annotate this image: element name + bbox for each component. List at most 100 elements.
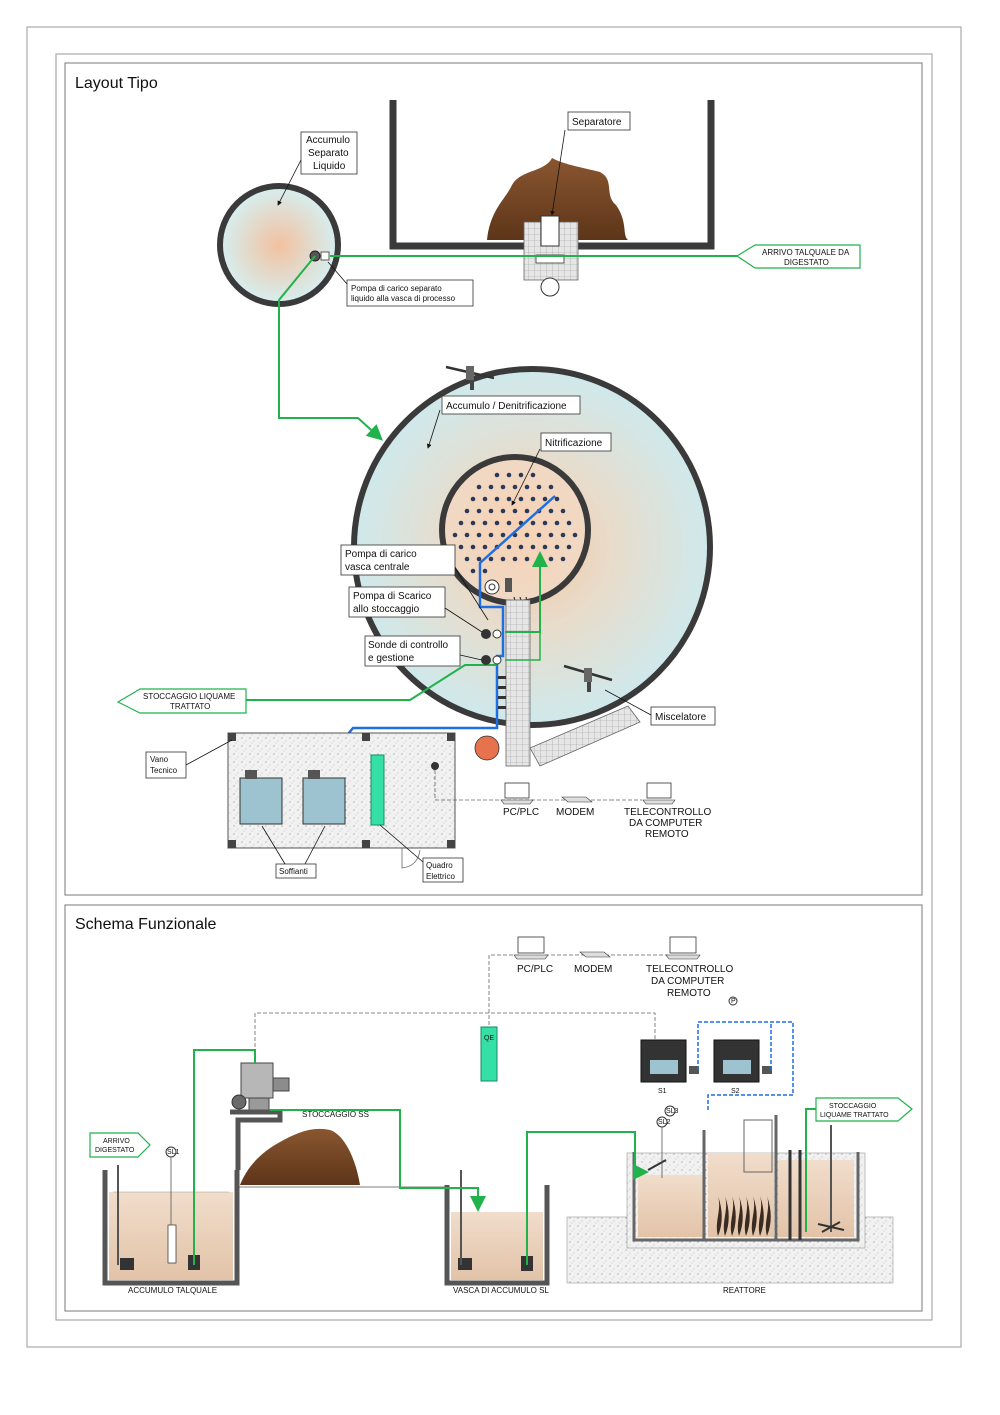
label-pompa-separato-1: Pompa di carico separato — [351, 284, 442, 293]
label-telecontrollo-1: TELECONTROLLO — [624, 807, 711, 818]
schema-label-s1: S1 — [658, 1088, 667, 1095]
tank-accumulo-separato: Accumulo Separato Liquido Pompa di caric… — [217, 131, 474, 307]
layout-panel-frame — [64, 62, 923, 896]
separated-solids-pile — [487, 158, 628, 240]
diffuser-dot — [524, 484, 530, 490]
diffuser-dot — [512, 484, 518, 490]
diffuser-dot — [482, 544, 488, 550]
pipe-scarico-stoccaggio — [505, 632, 541, 661]
arrivo-talquale-tag: ARRIVO TALQUALE DA DIGESTATO — [735, 244, 861, 269]
schema-label-qe: QE — [484, 1035, 494, 1042]
label-stoccaggio-liquame-2: TRATTATO — [170, 702, 210, 711]
diffuser-dot — [470, 496, 476, 502]
control-link — [434, 770, 610, 801]
diffuser-dot — [512, 508, 518, 514]
diffuser-dot — [476, 556, 482, 562]
air-plume — [737, 1196, 743, 1236]
diffuser-dot — [554, 496, 560, 502]
vano-tecnico — [227, 732, 456, 869]
diffuser-dot — [476, 532, 482, 538]
pc-plc-icon — [500, 782, 534, 805]
remote-computer-icon — [642, 782, 676, 805]
schema-label-sl1: SL1 — [167, 1149, 180, 1156]
diffuser-dot — [458, 520, 464, 526]
schema-label-stoccaggio-2: LIQUAME TRATTATO — [820, 1112, 889, 1119]
blower-1 — [239, 777, 283, 825]
diffuser-dot — [542, 520, 548, 526]
diffuser-dot — [518, 472, 524, 478]
label-quadro-1: Quadro — [426, 861, 453, 870]
diffuser-dot — [518, 544, 524, 550]
schema-label-vasca-sl: VASCA DI ACCUMULO SL — [453, 1286, 549, 1295]
schema-air-pipe — [697, 1021, 794, 1110]
modem-icon — [561, 796, 593, 803]
diffuser-dot — [560, 508, 566, 514]
diffuser-dot — [482, 496, 488, 502]
diffuser-dot — [458, 544, 464, 550]
diffuser-dot — [572, 532, 578, 538]
label-arrivo-talquale-2: DIGESTATO — [784, 258, 829, 267]
air-plume — [758, 1196, 764, 1236]
diffuser-dot — [506, 496, 512, 502]
duct-walkway — [505, 599, 531, 767]
layout-tipo-panel: Layout Tipo Separatore ARRIVO TALQUALE D… — [64, 62, 923, 896]
diffuser-dot — [524, 508, 530, 514]
label-arrivo-talquale-1: ARRIVO TALQUALE DA — [762, 248, 850, 257]
schema-separator — [230, 1062, 290, 1170]
diffuser-dot — [536, 484, 542, 490]
exit-stair — [529, 705, 641, 767]
label-pompa-centrale-1: Pompa di carico — [345, 549, 417, 560]
label-soffianti: Soffianti — [279, 867, 308, 876]
air-plume — [723, 1196, 729, 1236]
diffuser-dot — [476, 484, 482, 490]
diffuser-dot — [488, 484, 494, 490]
label-quadro-2: Elettrico — [426, 872, 455, 881]
label-accumulo-3: Liquido — [313, 161, 346, 172]
diffuser-dot — [500, 484, 506, 490]
label-nitrificazione: Nitrificazione — [545, 438, 603, 449]
label-sonde-2: e gestione — [368, 653, 415, 664]
arrivo-digestato-tag: ARRIVO DIGESTATO — [89, 1132, 151, 1158]
schema-label-p: P — [731, 998, 736, 1005]
schema-funzionale-panel: Schema Funzionale PC/PLC MODEM TELECONTR… — [64, 904, 923, 1312]
schema-label-sl2: SL2 — [658, 1119, 671, 1126]
schema-label-telecontrollo-1: TELECONTROLLO — [646, 964, 733, 975]
diffuser-dot — [506, 544, 512, 550]
layout-title: Layout Tipo — [75, 75, 158, 92]
schema-label-stoccaggio-1: STOCCAGGIO — [829, 1103, 877, 1110]
level-sensor-sl3 — [664, 1105, 676, 1117]
diffuser-dot — [566, 520, 572, 526]
diffuser-dot — [464, 508, 470, 514]
qe-bus — [254, 1012, 656, 1065]
label-accumulo-2: Separato — [308, 148, 349, 159]
outer-frame — [26, 26, 962, 1348]
diffuser-dot — [548, 484, 554, 490]
label-vano-2: Tecnico — [150, 766, 178, 775]
schema-pipe-separato — [270, 1109, 486, 1212]
mixer-bottom-icon — [563, 664, 613, 692]
pressure-gauge-icon — [728, 996, 738, 1006]
schema-label-arrivo-2: DIGESTATO — [95, 1147, 135, 1154]
diffuser-dot — [452, 532, 458, 538]
diffuser-dot — [464, 556, 470, 562]
schema-modem-icon — [579, 951, 611, 958]
schema-label-telecontrollo-2: DA COMPUTER — [651, 976, 724, 987]
diffuser-dot — [530, 520, 536, 526]
air-plume — [751, 1196, 757, 1236]
schema-label-accumulo-talquale: ACCUMULO TALQUALE — [128, 1286, 217, 1295]
schema-label-sl3: SL3 — [666, 1108, 679, 1115]
schema-label-arrivo-1: ARRIVO — [103, 1138, 130, 1145]
schema-pipe-carico-reattore — [526, 1131, 649, 1265]
diffuser-dot — [500, 556, 506, 562]
diffuser-dot — [518, 496, 524, 502]
diffuser-dot — [482, 520, 488, 526]
schema-title: Schema Funzionale — [75, 916, 217, 933]
diffuser-dot — [476, 508, 482, 514]
diffuser-dot — [530, 472, 536, 478]
diffuser-dot — [488, 532, 494, 538]
label-vano-1: Vano — [150, 755, 169, 764]
separator-lamp-icon — [540, 277, 560, 297]
blower-s2: S2 — [713, 1039, 772, 1095]
diffuser-dot — [500, 532, 506, 538]
